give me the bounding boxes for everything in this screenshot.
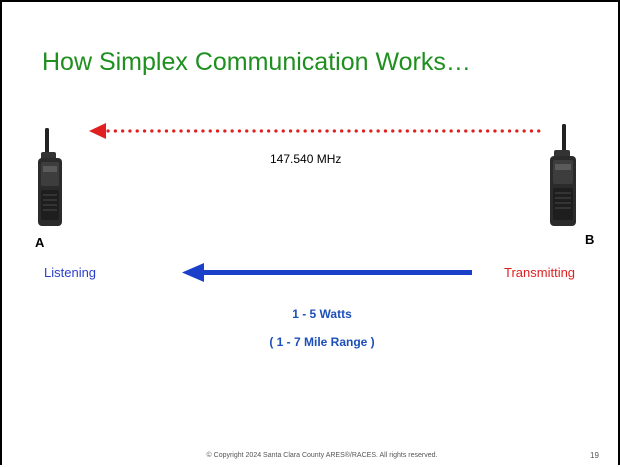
handheld-radio-icon xyxy=(38,128,62,226)
handheld-radio-icon xyxy=(550,124,576,226)
page-title: How Simplex Communication Works… xyxy=(42,48,471,76)
station-b-status: Transmitting xyxy=(504,265,576,280)
power-label: 1 - 5 Watts xyxy=(292,307,352,321)
range-label: ( 1 - 7 Mile Range ) xyxy=(269,335,375,349)
frequency-label: 147.540 MHz xyxy=(270,152,342,166)
station-b-label: B xyxy=(585,232,595,247)
copyright-footer: © Copyright 2024 Santa Clara County ARES… xyxy=(206,452,438,459)
signal-dotted-arrow xyxy=(89,123,542,139)
direction-solid-arrow xyxy=(182,263,472,282)
station-a-status: Listening xyxy=(44,265,97,280)
page-number: 19 xyxy=(590,451,599,460)
station-a-label: A xyxy=(35,235,45,250)
